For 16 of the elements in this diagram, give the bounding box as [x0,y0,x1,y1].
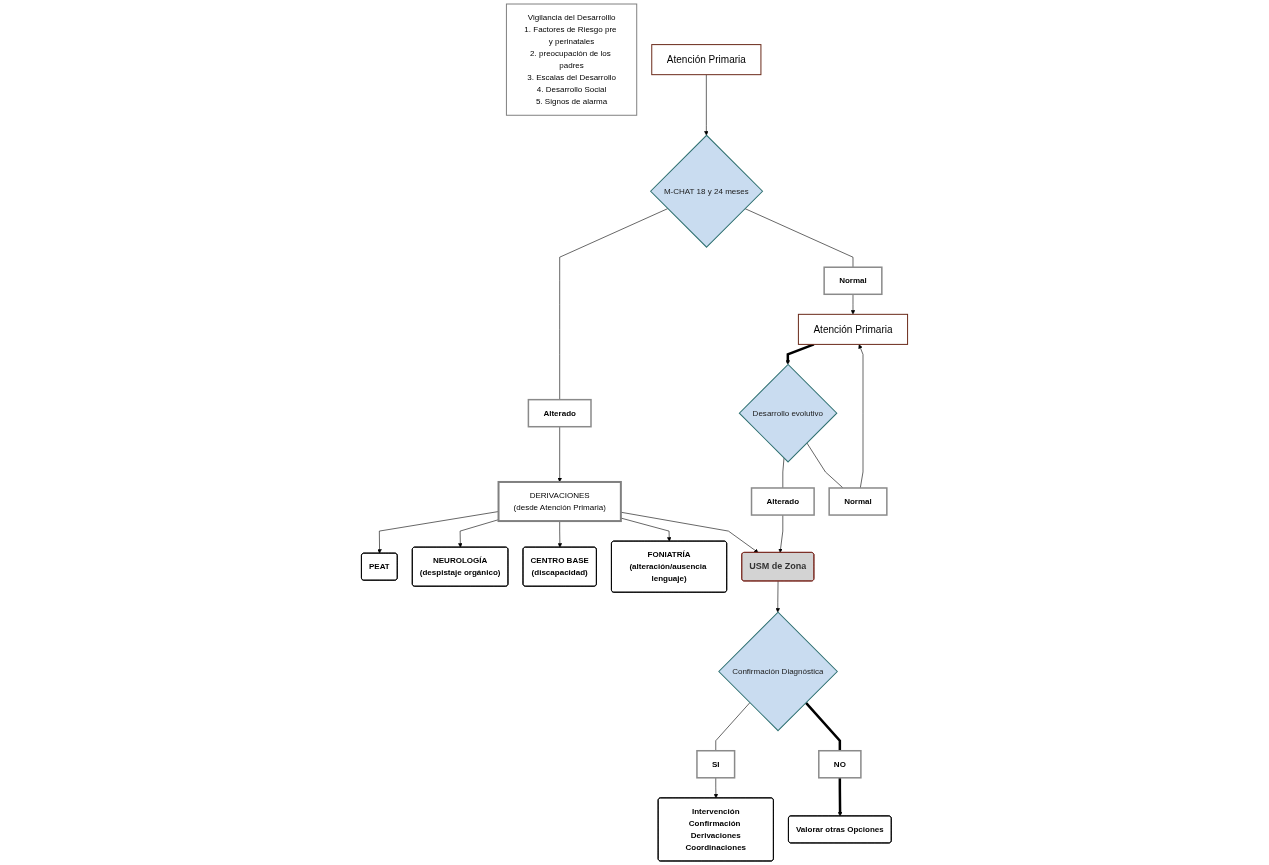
arrow [837,777,843,817]
node-box: Vigilancia del Desarrolllo 1. Factores de Riesgo pre y perinatales 2. preocupación de los padres 3. Escalas del Desarrollo 4. Desarrollo Social 5. Signos de alarma [505,3,638,116]
node-diamond: Desarrollo evolutivo [738,363,838,463]
node-box: Normal [823,266,883,296]
node-box: Normal [828,487,888,516]
node-box: NO [818,750,862,779]
connector [804,701,842,751]
node-box: Atención Primaria [797,313,909,345]
node-box: Alterado [750,487,815,516]
node-diamond: Confirmación Diagnóstica [718,611,838,732]
node-box: DERIVACIONES (desde Atención Primaria) [497,480,622,523]
node-box: SI [696,750,736,779]
arrow [785,343,815,365]
node-box: Atención Primaria [651,44,762,76]
node-box: Alterado [527,398,592,428]
node-diamond: M-CHAT 18 y 24 meses [650,134,764,248]
